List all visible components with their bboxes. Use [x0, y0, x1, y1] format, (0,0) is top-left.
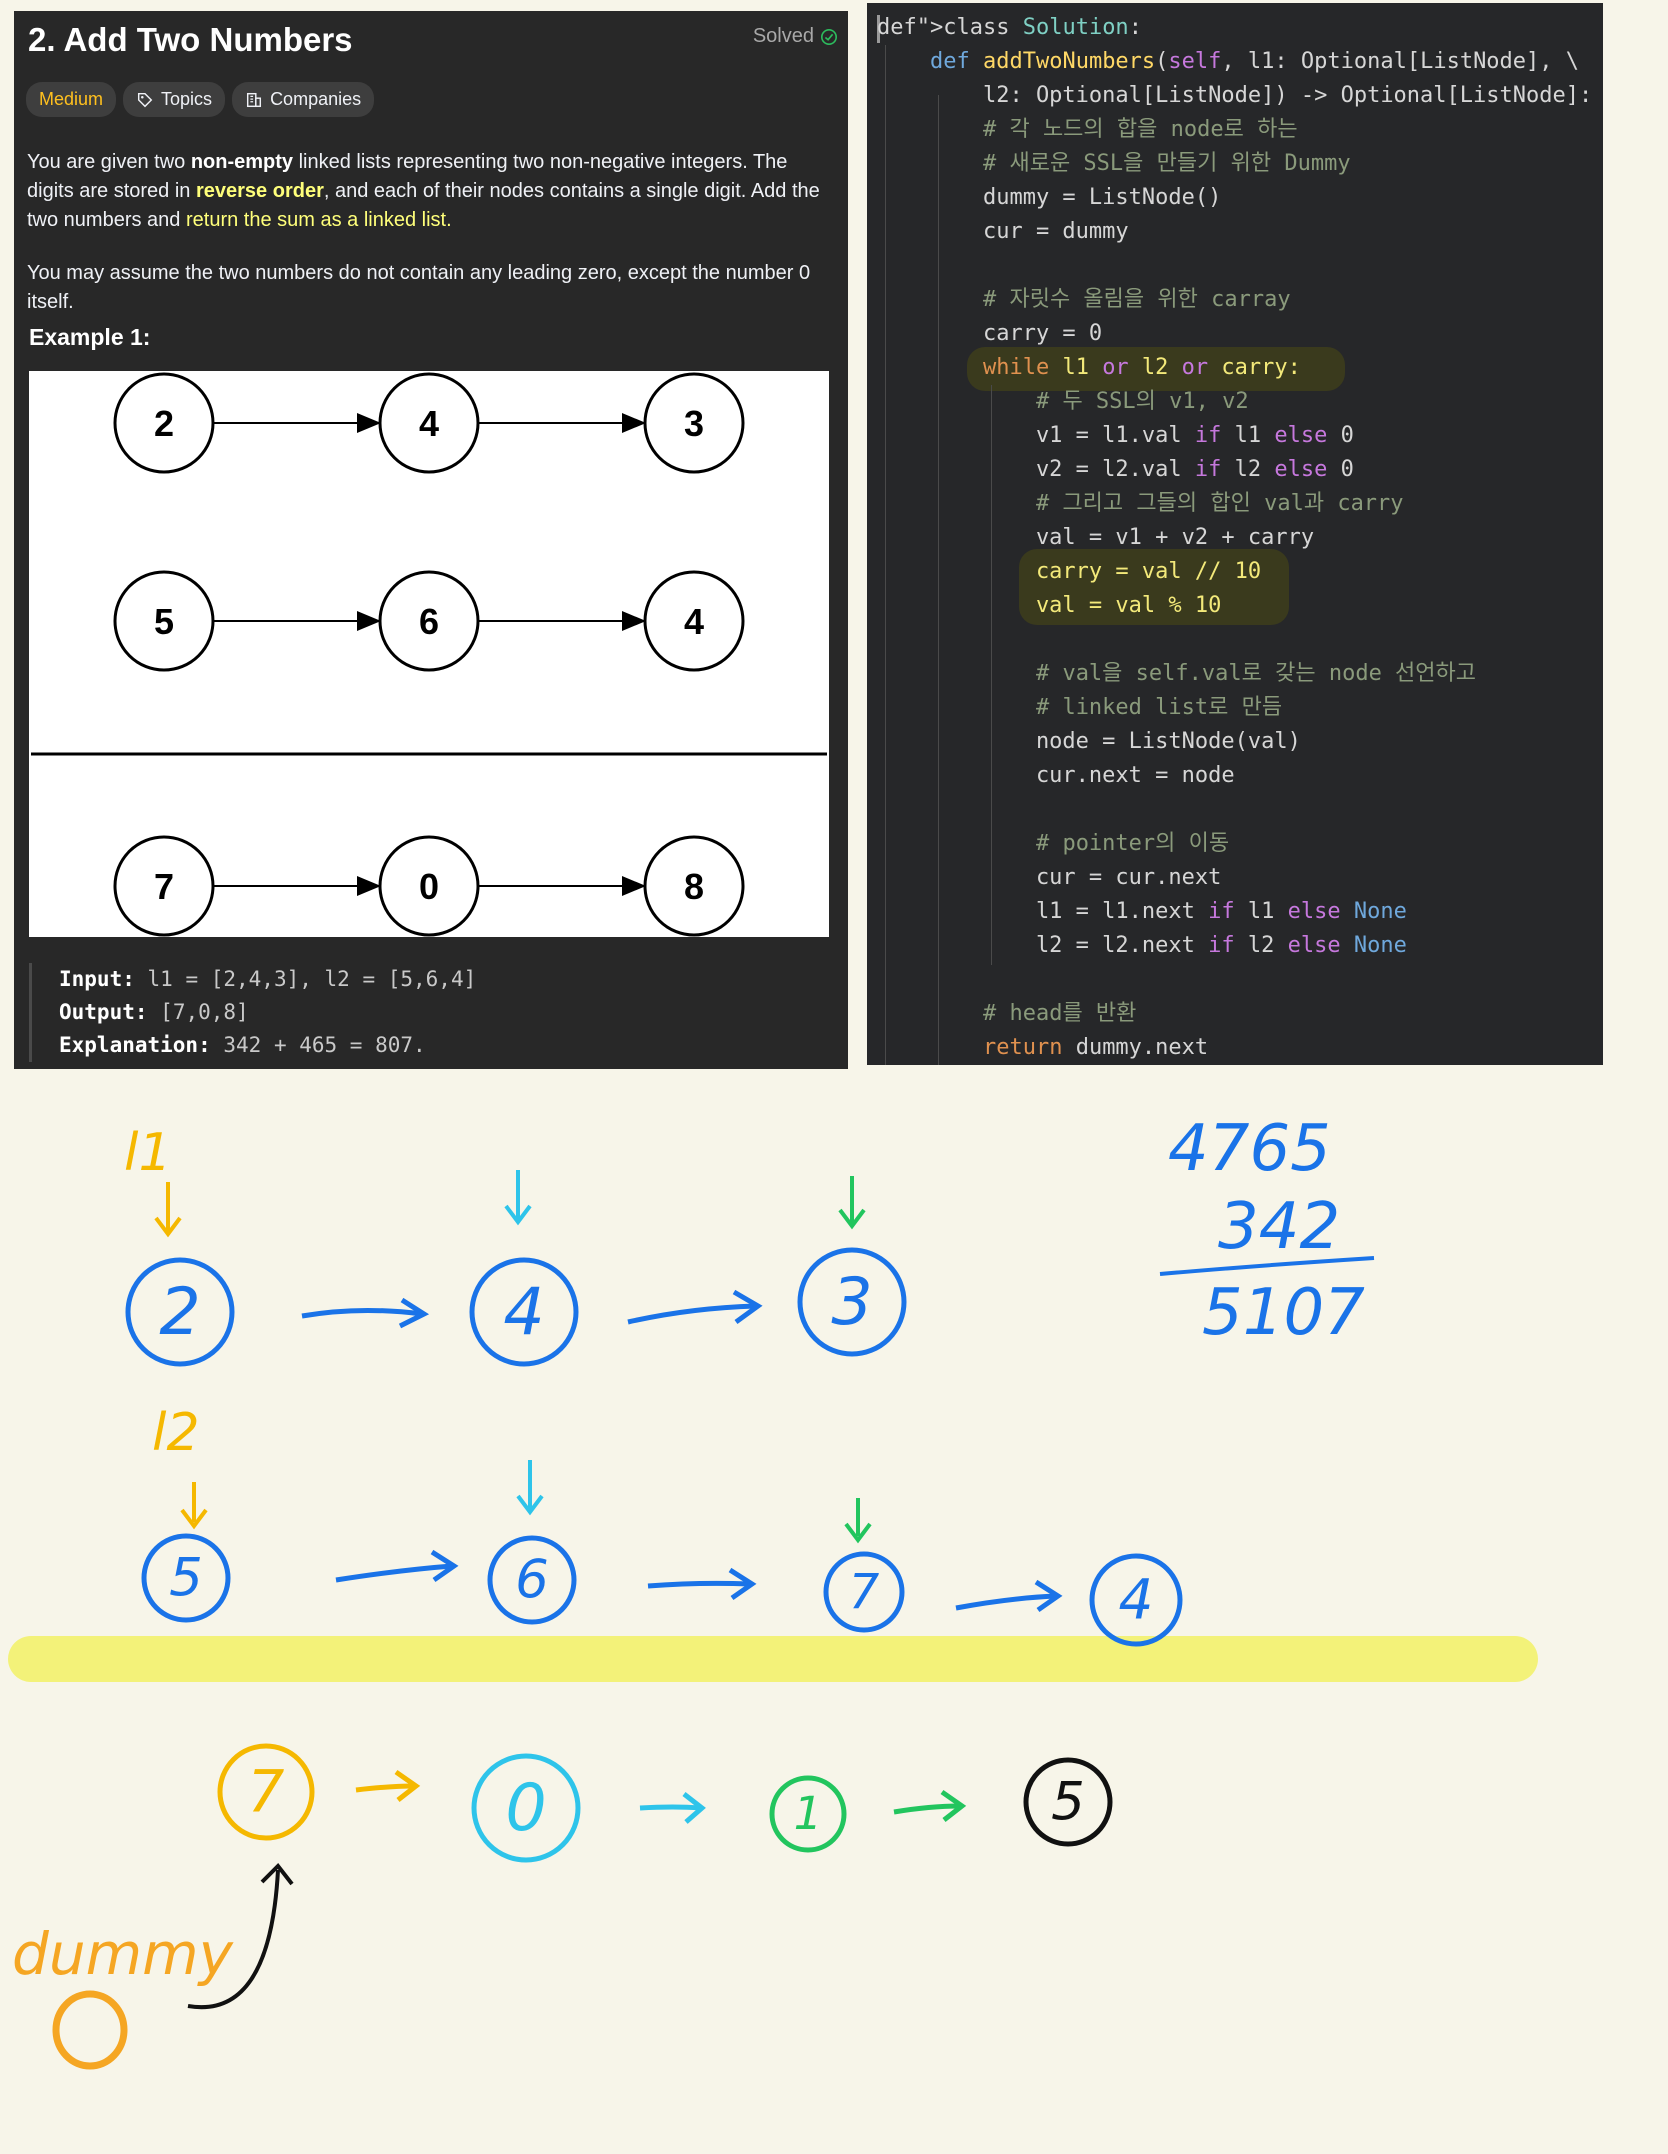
- row2-arrow-2: [647, 1580, 751, 1589]
- diagram-node-label: 7: [154, 866, 174, 907]
- description-paragraph-2: You may assume the two numbers do not co…: [27, 262, 811, 313]
- result-node-label: 7: [248, 1757, 285, 1825]
- l1-node-label: 4: [503, 1275, 544, 1350]
- difficulty-badge[interactable]: Medium: [26, 82, 117, 117]
- sum-underline: [1159, 1256, 1375, 1276]
- text-cursor: [877, 15, 880, 43]
- tag-icon: [138, 92, 153, 107]
- l1-node: [797, 1247, 907, 1357]
- result-node: [217, 1743, 315, 1841]
- result-node-label: 0: [505, 1771, 546, 1846]
- l1-node: [469, 1257, 579, 1367]
- l2-node: [823, 1551, 905, 1633]
- row1-arrow-2: [627, 1303, 757, 1325]
- example-explanation: Explanation: 342 + 465 = 807.: [59, 1033, 426, 1057]
- topics-button[interactable]: Topics: [123, 82, 226, 117]
- indent-guide: [938, 95, 939, 1065]
- diagram-node: [643, 570, 745, 672]
- diagram-node-label: 6: [419, 601, 439, 642]
- problem-panel: 2. Add Two Numbers Solved Medium Topics …: [14, 11, 848, 1069]
- diagram-node: [113, 835, 215, 937]
- check-circle-icon: [820, 28, 838, 45]
- diagram-node-label: 5: [154, 601, 174, 642]
- diagram-node: [378, 372, 480, 474]
- code-editor[interactable]: def">class Solution: def addTwoNumbers(s…: [867, 3, 1603, 1065]
- code-text[interactable]: def">class Solution: def addTwoNumbers(s…: [877, 15, 1593, 1060]
- l2-node-label: 6: [515, 1550, 549, 1611]
- diagram-node: [113, 372, 215, 474]
- building-icon: [247, 92, 262, 107]
- l1-node-label: 2: [159, 1275, 200, 1350]
- diagram-node-label: 0: [419, 866, 439, 907]
- example-block: Input: l1 = [2,4,3], l2 = [5,6,4] Output…: [29, 963, 476, 1062]
- row1-arrow-1: [301, 1307, 423, 1319]
- result-arrow-2: [639, 1804, 701, 1811]
- l1-node: [125, 1257, 235, 1367]
- companies-label: Companies: [270, 89, 362, 109]
- l1-node-label: 3: [831, 1265, 872, 1340]
- l2-node: [487, 1535, 577, 1625]
- problem-title: 2. Add Two Numbers: [28, 21, 353, 58]
- dummy-label: dummy: [12, 1920, 234, 1988]
- solved-label: Solved: [752, 25, 814, 47]
- tag-row: Medium Topics Companies: [26, 82, 375, 117]
- dummy-arrow: [187, 1869, 280, 2010]
- result-node: [471, 1753, 581, 1863]
- highlight-carry: [1019, 549, 1289, 625]
- description-paragraph-1: You are given two non-empty linked lists…: [27, 151, 820, 231]
- solved-status: Solved: [753, 25, 838, 48]
- example-output: Output: [7,0,8]: [59, 1000, 249, 1024]
- result-node-label: 1: [794, 1787, 823, 1840]
- sum-middle-number: 342: [1218, 1190, 1340, 1264]
- diagram-node-label: 4: [419, 403, 439, 444]
- l2-node-label: 5: [169, 1548, 203, 1609]
- diagram-node: [113, 570, 215, 672]
- companies-button[interactable]: Companies: [232, 82, 375, 117]
- indent-guide: [885, 45, 886, 1065]
- dummy-node: [52, 1990, 128, 2070]
- l2-label: l2: [152, 1403, 200, 1463]
- sum-result-number: 5107: [1202, 1276, 1365, 1350]
- diagram-node-label: 3: [684, 403, 704, 444]
- example-input: Input: l1 = [2,4,3], l2 = [5,6,4]: [59, 967, 477, 991]
- highlight-while: [967, 347, 1345, 391]
- highlighter-band: [8, 1636, 1538, 1682]
- example-title: Example 1:: [29, 324, 151, 350]
- result-node: [769, 1775, 847, 1853]
- sum-top-number: 4765: [1168, 1112, 1331, 1186]
- diagram-node: [378, 835, 480, 937]
- l2-node-label: 7: [849, 1564, 880, 1620]
- diagram-node: [378, 570, 480, 672]
- result-node-label: 5: [1051, 1772, 1085, 1833]
- l2-node-label: 4: [1119, 1567, 1154, 1631]
- l1-label: l1: [124, 1123, 172, 1183]
- diagram-node-label: 8: [684, 866, 704, 907]
- row2-arrow-3: [955, 1593, 1057, 1611]
- diagram-node-label: 4: [684, 601, 704, 642]
- result-arrow-1: [355, 1783, 415, 1793]
- diagram-node: [643, 835, 745, 937]
- example-diagram: 2 4 3 5 6 4 7 0 8: [29, 371, 829, 937]
- row2-arrow-1: [335, 1563, 453, 1583]
- diagram-node: [643, 372, 745, 474]
- result-node: [1023, 1757, 1113, 1847]
- l2-node: [1089, 1553, 1183, 1647]
- result-arrow-3: [893, 1803, 961, 1815]
- l2-node: [141, 1533, 231, 1623]
- topics-label: Topics: [161, 89, 213, 109]
- problem-description: You are given two non-empty linked lists…: [27, 148, 835, 341]
- diagram-node-label: 2: [154, 403, 174, 444]
- difficulty-label: Medium: [39, 89, 104, 109]
- indent-guide: [991, 385, 992, 965]
